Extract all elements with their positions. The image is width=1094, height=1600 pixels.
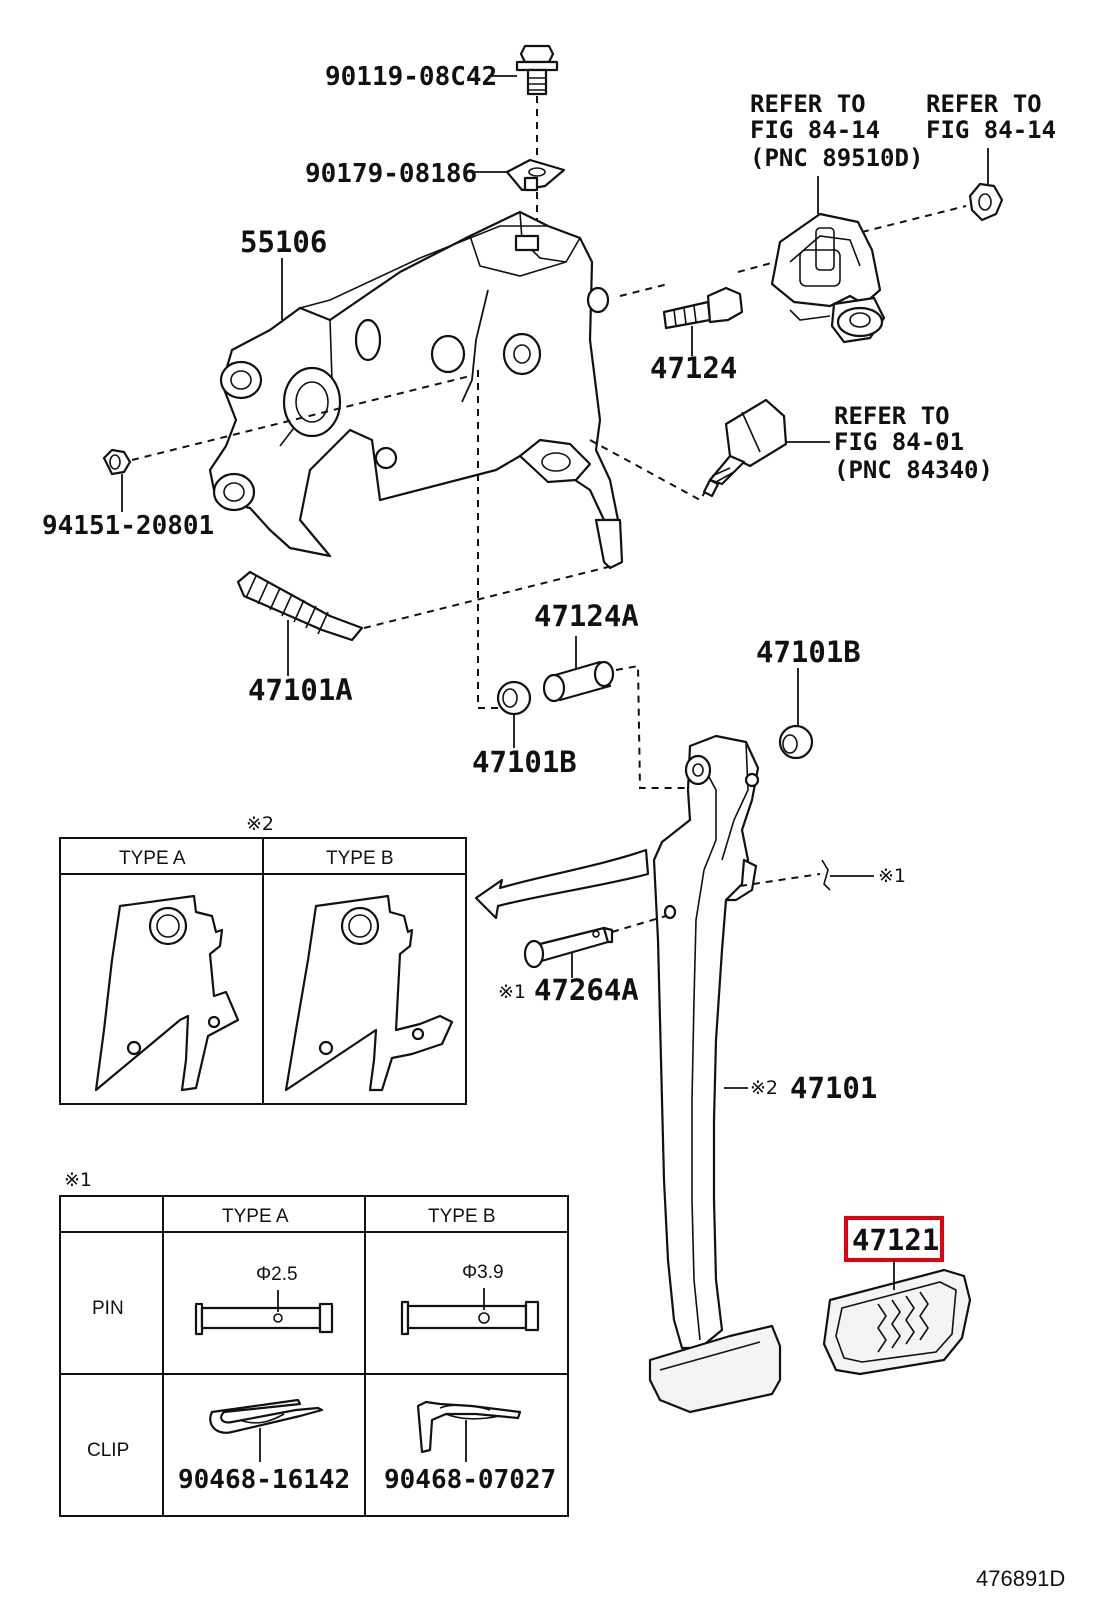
table-type-m1: ※1 TYPE A TYPE B PIN CLIP Φ2.5 Φ3.9 (59, 1169, 569, 1517)
label-47101A: 47101A (248, 673, 353, 707)
ref1-line2: FIG 84-14 (750, 116, 880, 144)
stop-lamp-switch[interactable] (702, 398, 788, 498)
type-a-pedal-sketch (94, 894, 240, 1092)
table1-header-type-a: TYPE A (222, 1206, 289, 1227)
label-clip-b: 90468-07027 (384, 1465, 556, 1495)
table1-mark: ※1 (64, 1169, 92, 1191)
brake-pedal-arm-47101[interactable] (648, 734, 782, 1414)
label-47264A: 47264A (534, 973, 639, 1007)
nut-ref2[interactable] (968, 182, 1004, 222)
clip-type-a-sketch (209, 1398, 324, 1462)
label-94151: 94151-20801 (42, 511, 214, 541)
label-55106: 55106 (240, 225, 327, 259)
table2-header-type-a: TYPE A (119, 848, 186, 869)
ref3-line1: REFER TO (834, 402, 950, 430)
ref1-line1: REFER TO (750, 90, 866, 118)
ref2-line1: REFER TO (926, 90, 1042, 118)
label-clip-a: 90468-16142 (178, 1465, 350, 1495)
table1-header-type-b: TYPE B (428, 1206, 496, 1227)
label-47101B-lower: 47101B (472, 745, 577, 779)
nut-94151[interactable] (102, 448, 132, 476)
table-type-m2: ※2 TYPE A TYPE B (59, 813, 467, 1105)
ref3-line2: FIG 84-01 (834, 428, 964, 456)
table2-header-type-b: TYPE B (326, 848, 394, 869)
diagram-id: 476891D (976, 1566, 1065, 1591)
return-spring-47101A[interactable] (236, 570, 364, 642)
pin-47264A[interactable] (523, 926, 614, 969)
mark-m1-arm: ※1 (878, 865, 906, 887)
label-47101B-upper: 47101B (756, 635, 861, 669)
table1-row-clip: CLIP (87, 1440, 129, 1461)
table2-mark: ※2 (246, 813, 274, 835)
label-47124A: 47124A (534, 599, 639, 633)
mark-m1-pin: ※1 (498, 981, 526, 1003)
mark-m2-arm: ※2 (750, 1077, 778, 1099)
bushing-47101B-lower[interactable] (496, 680, 532, 716)
bolt-47124[interactable] (662, 286, 744, 330)
ref1-line3: (PNC 89510D) (750, 144, 923, 172)
pedal-pad-47121[interactable] (822, 1268, 972, 1376)
type-b-pedal-sketch (284, 894, 454, 1092)
bushing-47101B-upper[interactable] (778, 724, 814, 760)
pedal-bracket-55106[interactable] (208, 210, 624, 570)
nut-90179[interactable] (505, 158, 566, 192)
pin-a-dimension: Φ2.5 (256, 1264, 298, 1285)
label-47124: 47124 (650, 351, 737, 385)
pin-b-dimension: Φ3.9 (462, 1262, 504, 1283)
bolt-90119[interactable] (515, 44, 559, 96)
ref2-line2: FIG 84-14 (926, 116, 1056, 144)
table1-row-pin: PIN (92, 1298, 124, 1319)
pin-type-b-sketch (400, 1288, 540, 1336)
ref3-line3: (PNC 84340) (834, 456, 993, 484)
label-90179: 90179-08186 (305, 159, 477, 189)
pin-type-a-sketch (194, 1290, 334, 1336)
collar-47124A[interactable] (542, 660, 615, 703)
clip-type-b-sketch (416, 1400, 522, 1462)
stroke-sensor[interactable] (770, 212, 886, 344)
label-47121: 47121 (852, 1223, 939, 1257)
label-47101: 47101 (790, 1071, 877, 1105)
label-90119: 90119-08C42 (325, 62, 497, 92)
